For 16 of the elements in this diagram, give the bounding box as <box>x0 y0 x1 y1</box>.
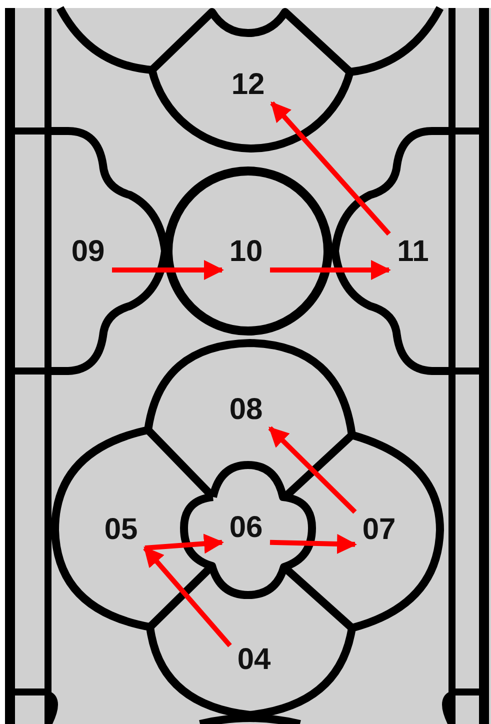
region-number: 11 <box>389 234 437 270</box>
region-number: 06 <box>222 510 270 546</box>
region-number: 07 <box>355 512 403 548</box>
region-number: 08 <box>222 392 270 428</box>
arrow <box>268 426 357 514</box>
region-number: 05 <box>97 512 145 548</box>
region-number: 04 <box>230 642 278 678</box>
arrow <box>270 101 391 236</box>
arrow <box>270 534 357 554</box>
arrow <box>144 534 224 554</box>
arrow <box>112 260 224 280</box>
region-number: 10 <box>222 234 270 270</box>
region-number: 09 <box>64 234 112 270</box>
region-number: 12 <box>224 67 272 103</box>
arrow <box>143 546 232 648</box>
arrow <box>270 260 391 280</box>
